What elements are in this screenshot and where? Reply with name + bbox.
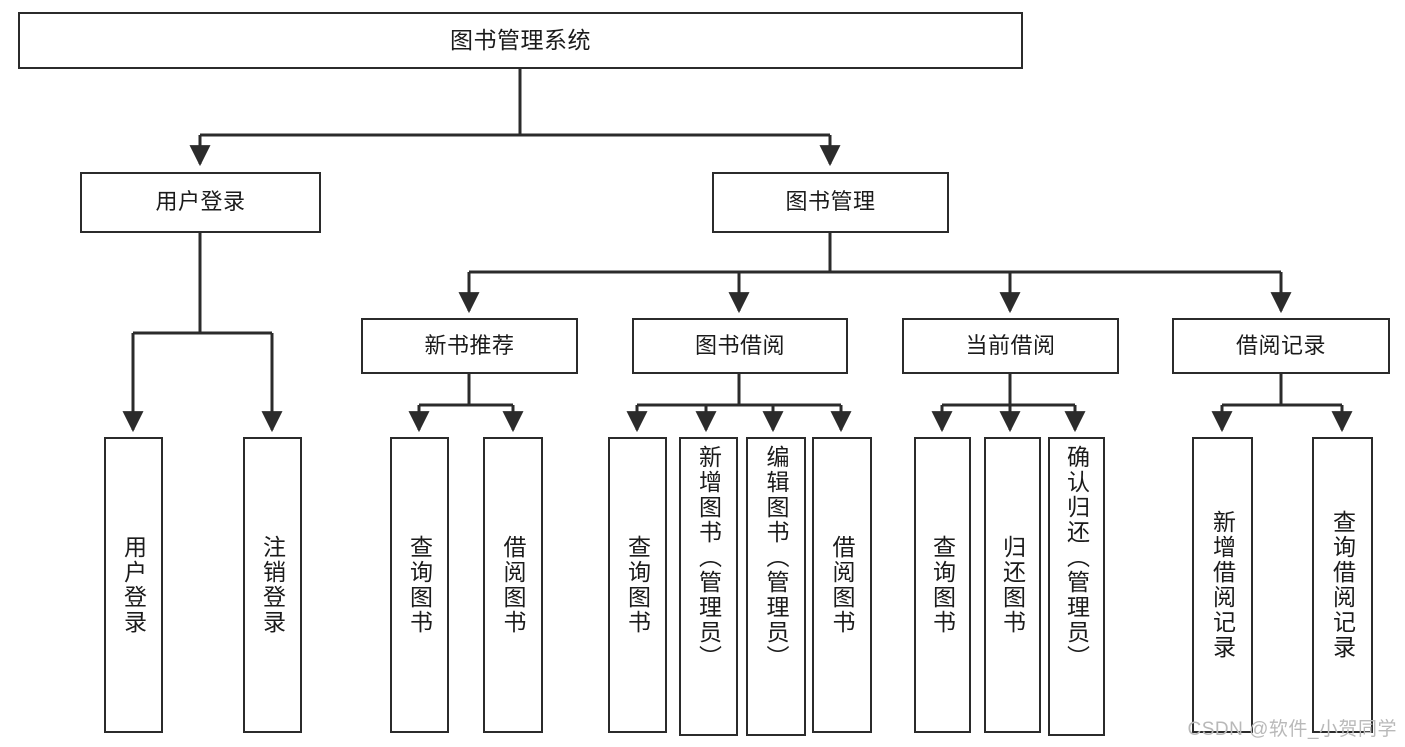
node-current-borrow[interactable]: 当前借阅 — [902, 318, 1119, 374]
leaf-label: 查询借阅记录 — [1329, 510, 1356, 660]
node-new-book-recommend[interactable]: 新书推荐 — [361, 318, 578, 374]
leaf-label: 借阅图书 — [500, 535, 527, 635]
leaf-label: 归还图书 — [999, 535, 1026, 635]
leaf-label: 编辑图书（管理员） — [763, 445, 790, 670]
leaf-borrow-add-book-admin[interactable]: 新增图书（管理员） — [679, 437, 738, 736]
leaf-label: 确认归还（管理员） — [1063, 445, 1090, 670]
node-user-login[interactable]: 用户登录 — [80, 172, 321, 233]
leaf-record-add-record[interactable]: 新增借阅记录 — [1192, 437, 1253, 733]
leaf-user-login-login[interactable]: 用户登录 — [104, 437, 163, 733]
leaf-user-login-logout[interactable]: 注销登录 — [243, 437, 302, 733]
leaf-borrow-edit-book-admin[interactable]: 编辑图书（管理员） — [746, 437, 806, 736]
leaf-current-confirm-return-admin[interactable]: 确认归还（管理员） — [1048, 437, 1105, 736]
leaf-recommend-query-book[interactable]: 查询图书 — [390, 437, 449, 733]
node-book-borrow[interactable]: 图书借阅 — [632, 318, 848, 374]
node-borrow-record[interactable]: 借阅记录 — [1172, 318, 1390, 374]
leaf-label: 用户登录 — [120, 535, 147, 635]
leaf-recommend-borrow-book[interactable]: 借阅图书 — [483, 437, 543, 733]
leaf-current-query-book[interactable]: 查询图书 — [914, 437, 971, 733]
leaf-label: 查询图书 — [624, 535, 651, 635]
leaf-label: 查询图书 — [406, 535, 433, 635]
leaf-label: 借阅图书 — [829, 535, 856, 635]
leaf-current-return-book[interactable]: 归还图书 — [984, 437, 1041, 733]
node-root-system[interactable]: 图书管理系统 — [18, 12, 1023, 69]
leaf-label: 查询图书 — [929, 535, 956, 635]
leaf-label: 注销登录 — [259, 535, 286, 635]
leaf-label: 新增图书（管理员） — [695, 445, 722, 670]
node-book-management[interactable]: 图书管理 — [712, 172, 949, 233]
leaf-borrow-query-book[interactable]: 查询图书 — [608, 437, 667, 733]
leaf-record-query-record[interactable]: 查询借阅记录 — [1312, 437, 1373, 733]
watermark-text: CSDN @软件_小贺同学 — [1187, 719, 1397, 740]
leaf-label: 新增借阅记录 — [1209, 510, 1236, 660]
leaf-borrow-borrow-book[interactable]: 借阅图书 — [812, 437, 872, 733]
